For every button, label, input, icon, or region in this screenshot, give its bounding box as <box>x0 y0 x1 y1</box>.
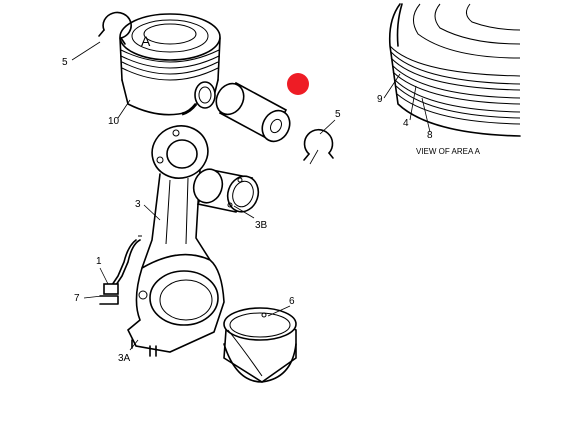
callout-6: 6 <box>289 296 295 307</box>
callout-5-right: 5 <box>335 109 341 120</box>
view-of-area-a-label: VIEW OF AREA A <box>416 147 481 156</box>
piston-pin <box>215 81 291 143</box>
callout-8: 8 <box>427 130 433 141</box>
piston <box>119 13 221 116</box>
callout-5-left: 5 <box>62 57 68 68</box>
oil-jet-tube <box>99 235 142 305</box>
highlight-marker <box>287 73 309 95</box>
callout-3b: 3B <box>255 220 268 231</box>
callout-1: 1 <box>96 256 102 267</box>
callout-10: 10 <box>108 116 120 127</box>
callout-3a: 3A <box>118 353 131 364</box>
callout-4: 4 <box>403 118 409 129</box>
callout-7: 7 <box>74 293 80 304</box>
rod-bearing <box>223 307 297 383</box>
callout-9: 9 <box>377 94 383 105</box>
bushing <box>192 168 260 213</box>
area-a-label: A <box>141 33 151 49</box>
retaining-ring-right <box>303 128 334 161</box>
leader-lines <box>71 41 431 351</box>
detail-view-piston-rings <box>388 3 521 137</box>
callout-3: 3 <box>135 199 141 210</box>
retaining-ring-left <box>98 11 132 45</box>
connecting-rod <box>127 125 225 357</box>
